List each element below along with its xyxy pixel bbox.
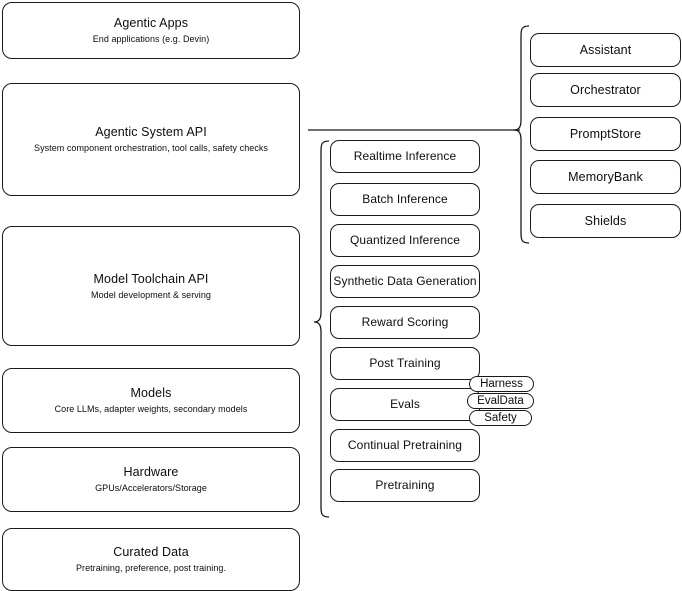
layer-box-hardware[interactable]: Hardware GPUs/Accelerators/Storage — [2, 447, 300, 512]
evals-badge-label: EvalData — [477, 394, 524, 407]
toolchain-item-label: Batch Inference — [362, 192, 448, 206]
layer-title: Agentic System API — [95, 125, 207, 139]
layer-subtitle: System component orchestration, tool cal… — [34, 143, 268, 153]
layer-title: Hardware — [123, 465, 179, 479]
system-item-label: Assistant — [579, 43, 632, 57]
toolchain-item-batch-inference[interactable]: Batch Inference — [330, 183, 480, 216]
system-item-promptstore[interactable]: PromptStore — [530, 117, 681, 151]
layer-subtitle: Model development & serving — [91, 289, 211, 300]
layer-box-agentic-system-api[interactable]: Agentic System API System component orch… — [2, 83, 300, 196]
layer-title: Models — [130, 386, 172, 400]
evals-badge-label: Harness — [480, 377, 523, 390]
system-item-assistant[interactable]: Assistant — [530, 33, 681, 67]
layer-subtitle: Pretraining, preference, post training. — [75, 563, 227, 573]
toolchain-item-quantized-inference[interactable]: Quantized Inference — [330, 224, 480, 257]
layer-box-agentic-apps[interactable]: Agentic Apps End applications (e.g. Devi… — [2, 2, 300, 59]
toolchain-item-post-training[interactable]: Post Training — [330, 347, 480, 380]
toolchain-item-label: Evals — [390, 397, 420, 411]
layer-box-models[interactable]: Models Core LLMs, adapter weights, secon… — [2, 368, 300, 433]
toolchain-item-label: Quantized Inference — [350, 233, 460, 247]
evals-badge-label: Safety — [484, 411, 517, 424]
system-item-memorybank[interactable]: MemoryBank — [530, 160, 681, 194]
toolchain-item-evals[interactable]: Evals — [330, 388, 480, 421]
toolchain-item-label: Synthetic Data Generation — [333, 274, 477, 288]
layer-subtitle: End applications (e.g. Devin) — [92, 34, 210, 44]
layer-title: Agentic Apps — [113, 16, 189, 30]
system-item-orchestrator[interactable]: Orchestrator — [530, 73, 681, 107]
toolchain-item-label: Realtime Inference — [353, 149, 457, 163]
system-item-label: Orchestrator — [570, 83, 641, 97]
toolchain-item-pretraining[interactable]: Pretraining — [330, 469, 480, 502]
system-item-label: Shields — [584, 214, 627, 228]
system-item-shields[interactable]: Shields — [530, 204, 681, 238]
toolchain-item-label: Post Training — [369, 356, 441, 370]
toolchain-item-label: Continual Pretraining — [347, 438, 463, 452]
system-item-label: MemoryBank — [568, 170, 643, 184]
toolchain-item-synthetic-data-generation[interactable]: Synthetic Data Generation — [330, 265, 480, 298]
layer-title: Model Toolchain API — [93, 271, 209, 286]
toolchain-item-continual-pretraining[interactable]: Continual Pretraining — [330, 429, 480, 462]
system-item-label: PromptStore — [569, 127, 642, 141]
evals-badge-harness[interactable]: Harness — [469, 376, 534, 392]
toolchain-item-label: Reward Scoring — [361, 315, 449, 329]
toolchain-item-realtime-inference[interactable]: Realtime Inference — [330, 140, 480, 173]
toolchain-item-reward-scoring[interactable]: Reward Scoring — [330, 306, 480, 339]
layer-subtitle: Core LLMs, adapter weights, secondary mo… — [54, 404, 248, 414]
layer-title: Curated Data — [113, 545, 189, 559]
evals-badge-evaldata[interactable]: EvalData — [467, 393, 534, 409]
toolchain-item-label: Pretraining — [375, 478, 435, 492]
layer-subtitle: GPUs/Accelerators/Storage — [95, 483, 207, 493]
layer-box-curated-data[interactable]: Curated Data Pretraining, preference, po… — [2, 528, 300, 591]
evals-badge-safety[interactable]: Safety — [469, 410, 532, 426]
layer-box-model-toolchain-api[interactable]: Model Toolchain API Model development & … — [2, 226, 300, 346]
